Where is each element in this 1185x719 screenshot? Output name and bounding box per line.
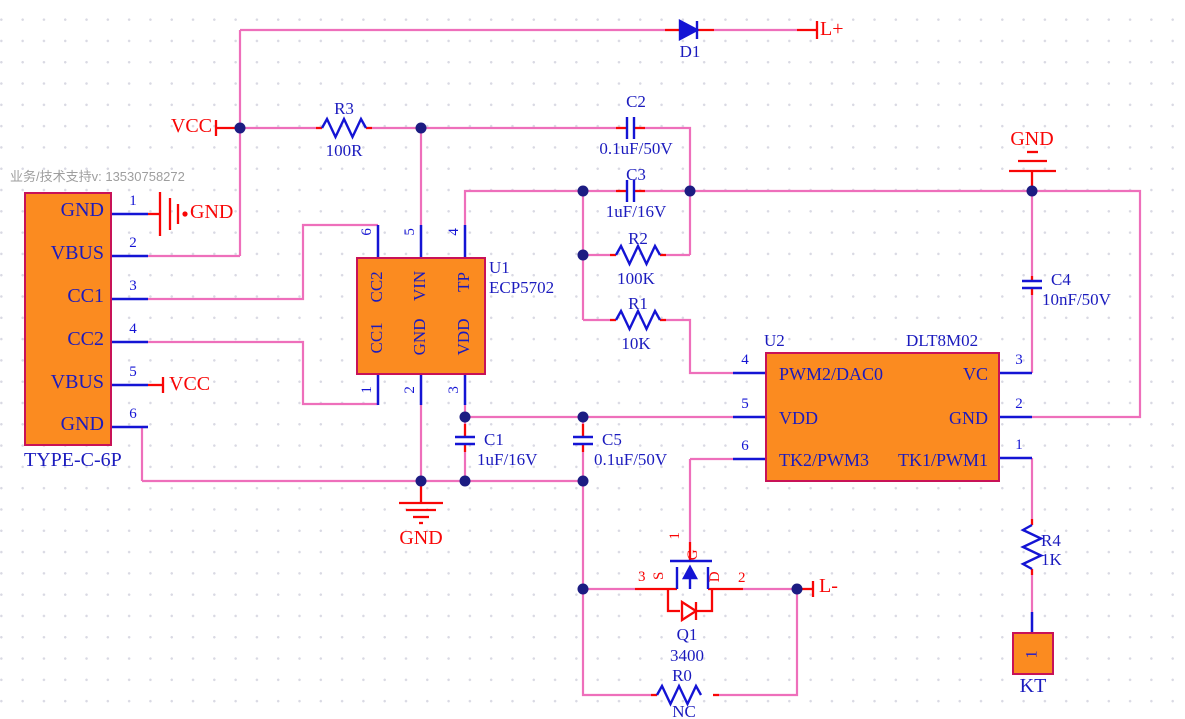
u1-pin-name: GND — [410, 318, 430, 356]
d1-refdes: D1 — [679, 42, 701, 61]
resistor-r4-symbol — [1020, 523, 1044, 571]
vcc-net-label: VCC — [170, 115, 212, 137]
r3-refdes: R3 — [334, 99, 354, 118]
u2-pin-name: PWM2/DAC0 — [779, 364, 884, 384]
capacitor-c1-symbol — [455, 435, 475, 446]
r1-value: 10K — [621, 334, 651, 353]
u1-pin-number: 5 — [402, 228, 419, 236]
u2-pin-number: 4 — [741, 352, 749, 368]
u2-pin-number: 5 — [741, 396, 749, 412]
resistor-r2-symbol — [614, 243, 662, 267]
c5-value: 0.1uF/50V — [594, 450, 668, 469]
gnd-net-label: GND — [190, 201, 234, 223]
u2-pin-name: VDD — [779, 408, 818, 428]
typec-connector-body[interactable] — [24, 192, 112, 446]
capacitor-c2-symbol — [625, 117, 636, 139]
r2-refdes: R2 — [628, 229, 648, 248]
capacitor-c5-symbol — [573, 435, 593, 446]
typec-pin-name: VBUS — [50, 242, 104, 264]
typec-pin-name: GND — [60, 413, 104, 435]
q1-source-label: S — [651, 571, 668, 581]
u2-pin-name: GND — [949, 408, 988, 428]
gnd-net-label: GND — [1010, 128, 1054, 150]
c4-refdes: C4 — [1051, 270, 1071, 289]
pin-stubs — [112, 212, 1034, 632]
q1-source-pin-number: 3 — [638, 569, 646, 585]
q1-gate-pin-number: 1 — [667, 532, 684, 540]
kt-pin-number: 1 — [1023, 650, 1041, 659]
resistor-r3-symbol — [320, 116, 368, 140]
r0-value: NC — [672, 702, 696, 719]
r0-refdes: R0 — [672, 666, 692, 685]
net-wires[interactable] — [140, 28, 1142, 697]
capacitor-c3-symbol — [625, 180, 636, 202]
c1-value: 1uF/16V — [477, 450, 538, 469]
u1-pin-number: 1 — [359, 386, 376, 394]
u1-pin-number: 2 — [402, 386, 419, 394]
u1-refdes: U1 — [489, 258, 510, 277]
c2-refdes: C2 — [626, 92, 646, 111]
typec-pin-number: 3 — [129, 278, 137, 294]
q1-drain-label: D — [707, 571, 724, 583]
lplus-net-label: L+ — [820, 18, 844, 40]
resistor-r0-symbol — [655, 683, 703, 707]
component-symbols[interactable] — [320, 19, 1044, 707]
u2-pin-number: 6 — [741, 438, 749, 454]
typec-refdes: TYPE-C-6P — [24, 449, 122, 471]
c5-refdes: C5 — [602, 430, 622, 449]
typec-pin-name: GND — [60, 199, 104, 221]
typec-pin-number: 4 — [129, 321, 137, 337]
u2-chip-body[interactable] — [765, 352, 1000, 482]
u2-pin-number: 1 — [1015, 437, 1023, 453]
typec-pin-name: CC1 — [67, 285, 104, 307]
u1-pin-number: 3 — [446, 386, 463, 394]
typec-pin-number: 6 — [129, 406, 137, 422]
r4-value: 1K — [1041, 550, 1062, 569]
r3-value: 100R — [325, 141, 363, 160]
r4-refdes: R4 — [1041, 531, 1061, 550]
u1-pin-name: VDD — [454, 318, 474, 356]
u2-pin-name: VC — [962, 364, 988, 384]
typec-pin-number: 2 — [129, 235, 137, 251]
u2-refdes: U2 — [764, 331, 785, 350]
kt-refdes: KT — [1019, 675, 1047, 697]
u1-part-number: ECP5702 — [489, 278, 555, 297]
q1-value: 3400 — [670, 646, 704, 665]
vcc-net-label: VCC — [169, 373, 211, 395]
lminus-net-label: L- — [819, 575, 838, 597]
diode-d1-symbol — [678, 19, 700, 41]
q1-gate-label: G — [685, 549, 702, 561]
c3-value: 1uF/16V — [605, 202, 667, 221]
junction-dots — [234, 122, 1038, 595]
typec-pin-number: 1 — [129, 193, 137, 209]
c3-refdes: C3 — [626, 165, 646, 184]
u2-part-number: DLT8M02 — [906, 331, 979, 350]
capacitor-c4-symbol — [1022, 279, 1042, 290]
kt-connector-body[interactable] — [1012, 632, 1054, 675]
typec-pin-name: CC2 — [67, 328, 104, 350]
q1-refdes: Q1 — [676, 625, 698, 644]
resistor-r1-symbol — [614, 308, 662, 332]
u2-pin-name: TK2/PWM3 — [779, 450, 869, 470]
u2-pin-number: 2 — [1015, 396, 1023, 412]
u1-pin-name: CC1 — [367, 322, 387, 354]
r2-value: 100K — [617, 269, 655, 288]
c1-refdes: C1 — [484, 430, 504, 449]
r1-refdes: R1 — [628, 294, 648, 313]
signal-gnd-dot — [182, 211, 188, 217]
c2-value: 0.1uF/50V — [599, 139, 673, 158]
q1-drain-pin-number: 2 — [738, 570, 746, 586]
u1-pin-number: 6 — [359, 228, 376, 236]
u2-pin-number: 3 — [1015, 352, 1023, 368]
u1-pin-number: 4 — [446, 228, 463, 236]
c4-value: 10nF/50V — [1042, 290, 1111, 309]
mosfet-q1-symbol — [670, 559, 712, 589]
u2-pin-name: TK1/PWM1 — [898, 450, 988, 470]
support-watermark: 业务/技术支持v: 13530758272 — [10, 169, 185, 184]
typec-pin-name: VBUS — [50, 371, 104, 393]
typec-pin-number: 5 — [129, 364, 137, 380]
u1-chip-body[interactable] — [356, 257, 486, 375]
gnd-net-label: GND — [399, 527, 443, 549]
